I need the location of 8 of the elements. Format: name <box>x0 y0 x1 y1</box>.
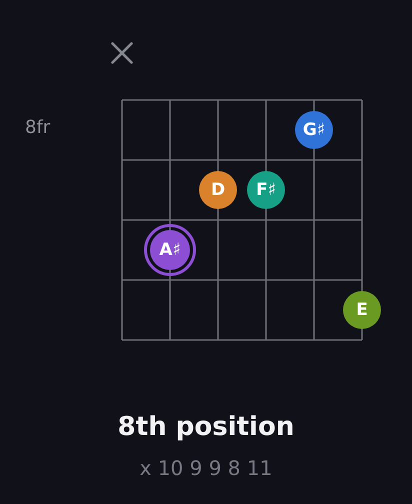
root-note-dot: A♯ <box>144 224 196 276</box>
note-dot: D <box>199 171 237 209</box>
note-dot: G♯ <box>295 111 333 149</box>
fret-numbers-caption: x 10 9 9 8 11 <box>140 456 272 480</box>
note-dot: E <box>343 291 381 329</box>
fret-number-label: 8fr <box>25 119 50 137</box>
note-dot: F♯ <box>247 171 285 209</box>
chord-title: 8th position <box>118 412 294 442</box>
